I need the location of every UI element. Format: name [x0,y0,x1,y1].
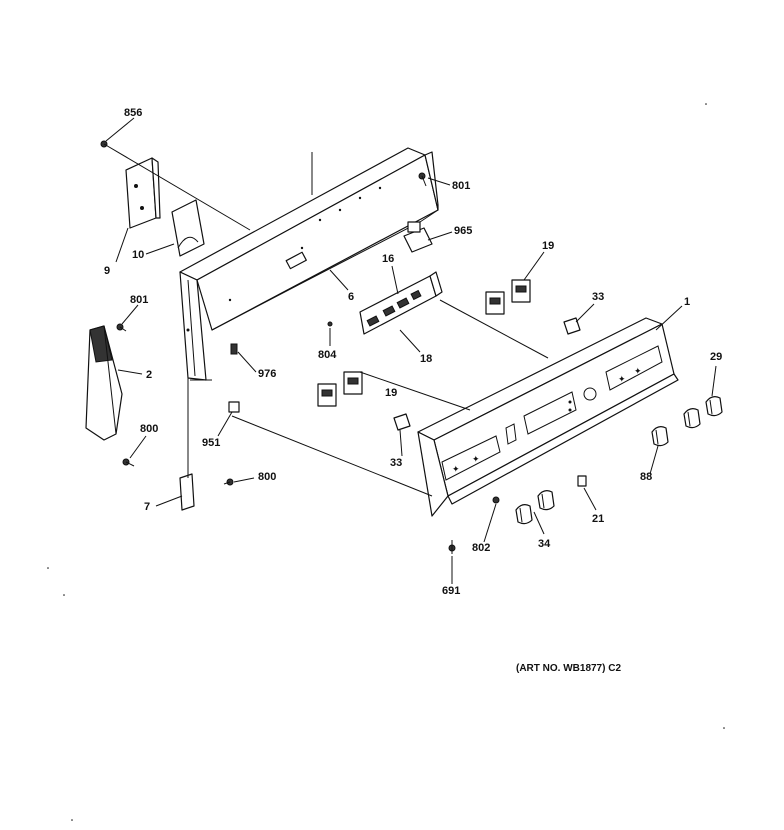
knob-34b [515,504,533,525]
bracket-965 [403,221,433,253]
bracket-9 [125,157,161,229]
infinite-switch-lower-pair [317,371,363,407]
clip-976 [230,343,238,355]
clip-33-lower [393,413,411,431]
knob-29b [683,408,701,429]
callout-804: 804 [318,349,337,361]
callout-labels: 856 9 10 801 965 6 16 18 19 19 33 33 1 8… [104,107,722,597]
callout-691: 691 [442,585,460,597]
callout-16: 16 [382,253,394,265]
svg-text:✦: ✦ [452,464,460,474]
callout-34: 34 [538,538,551,550]
callout-802: 802 [472,542,490,554]
bracket-10 [171,199,205,257]
screw-802 [492,496,500,504]
knob-34a [537,490,555,511]
control-panel: ✦ ✦ ✦ ✦ [417,317,679,517]
svg-text:✦: ✦ [634,366,642,376]
clip-21 [577,475,587,487]
backsplash-frame [179,147,439,470]
callout-856: 856 [124,107,142,119]
knob-88 [651,426,669,447]
callout-951: 951 [202,437,220,449]
callout-33-upper: 33 [592,291,604,303]
callout-1: 1 [684,296,690,308]
callout-801-left: 801 [130,294,148,306]
left-end-cap [85,325,123,441]
callout-21: 21 [592,513,604,525]
callout-18: 18 [420,353,432,365]
svg-text:✦: ✦ [618,374,626,384]
infinite-switch-upper-pair [485,279,531,315]
callout-leaders [105,117,717,584]
callout-10: 10 [132,249,144,261]
callout-7: 7 [144,501,150,513]
screw-801-left [116,323,127,332]
callout-9: 9 [104,265,110,277]
screw-691 [448,540,456,554]
art-number-caption: (ART NO. WB1877) C2 [516,663,621,674]
callout-800-upper: 800 [140,423,158,435]
svg-text:✦: ✦ [472,454,480,464]
callout-29: 29 [710,351,722,363]
screw-804 [327,321,333,327]
bracket-7 [179,473,195,511]
callout-801-right: 801 [452,180,470,192]
screw-801-right [418,172,427,187]
callout-976: 976 [258,368,276,380]
electronic-control-board [359,271,443,335]
knob-29 [705,396,723,417]
callout-88: 88 [640,471,652,483]
callout-19-upper: 19 [542,240,554,252]
callout-965: 965 [454,225,472,237]
assembly-lines [103,143,549,497]
callout-2: 2 [146,369,152,381]
screw-800-upper [122,458,135,467]
callout-19-lower: 19 [385,387,397,399]
screw-800-lower [223,478,234,486]
clip-951 [228,401,240,413]
callout-33-lower: 33 [390,457,402,469]
callout-800-lower: 800 [258,471,276,483]
callout-6: 6 [348,291,354,303]
